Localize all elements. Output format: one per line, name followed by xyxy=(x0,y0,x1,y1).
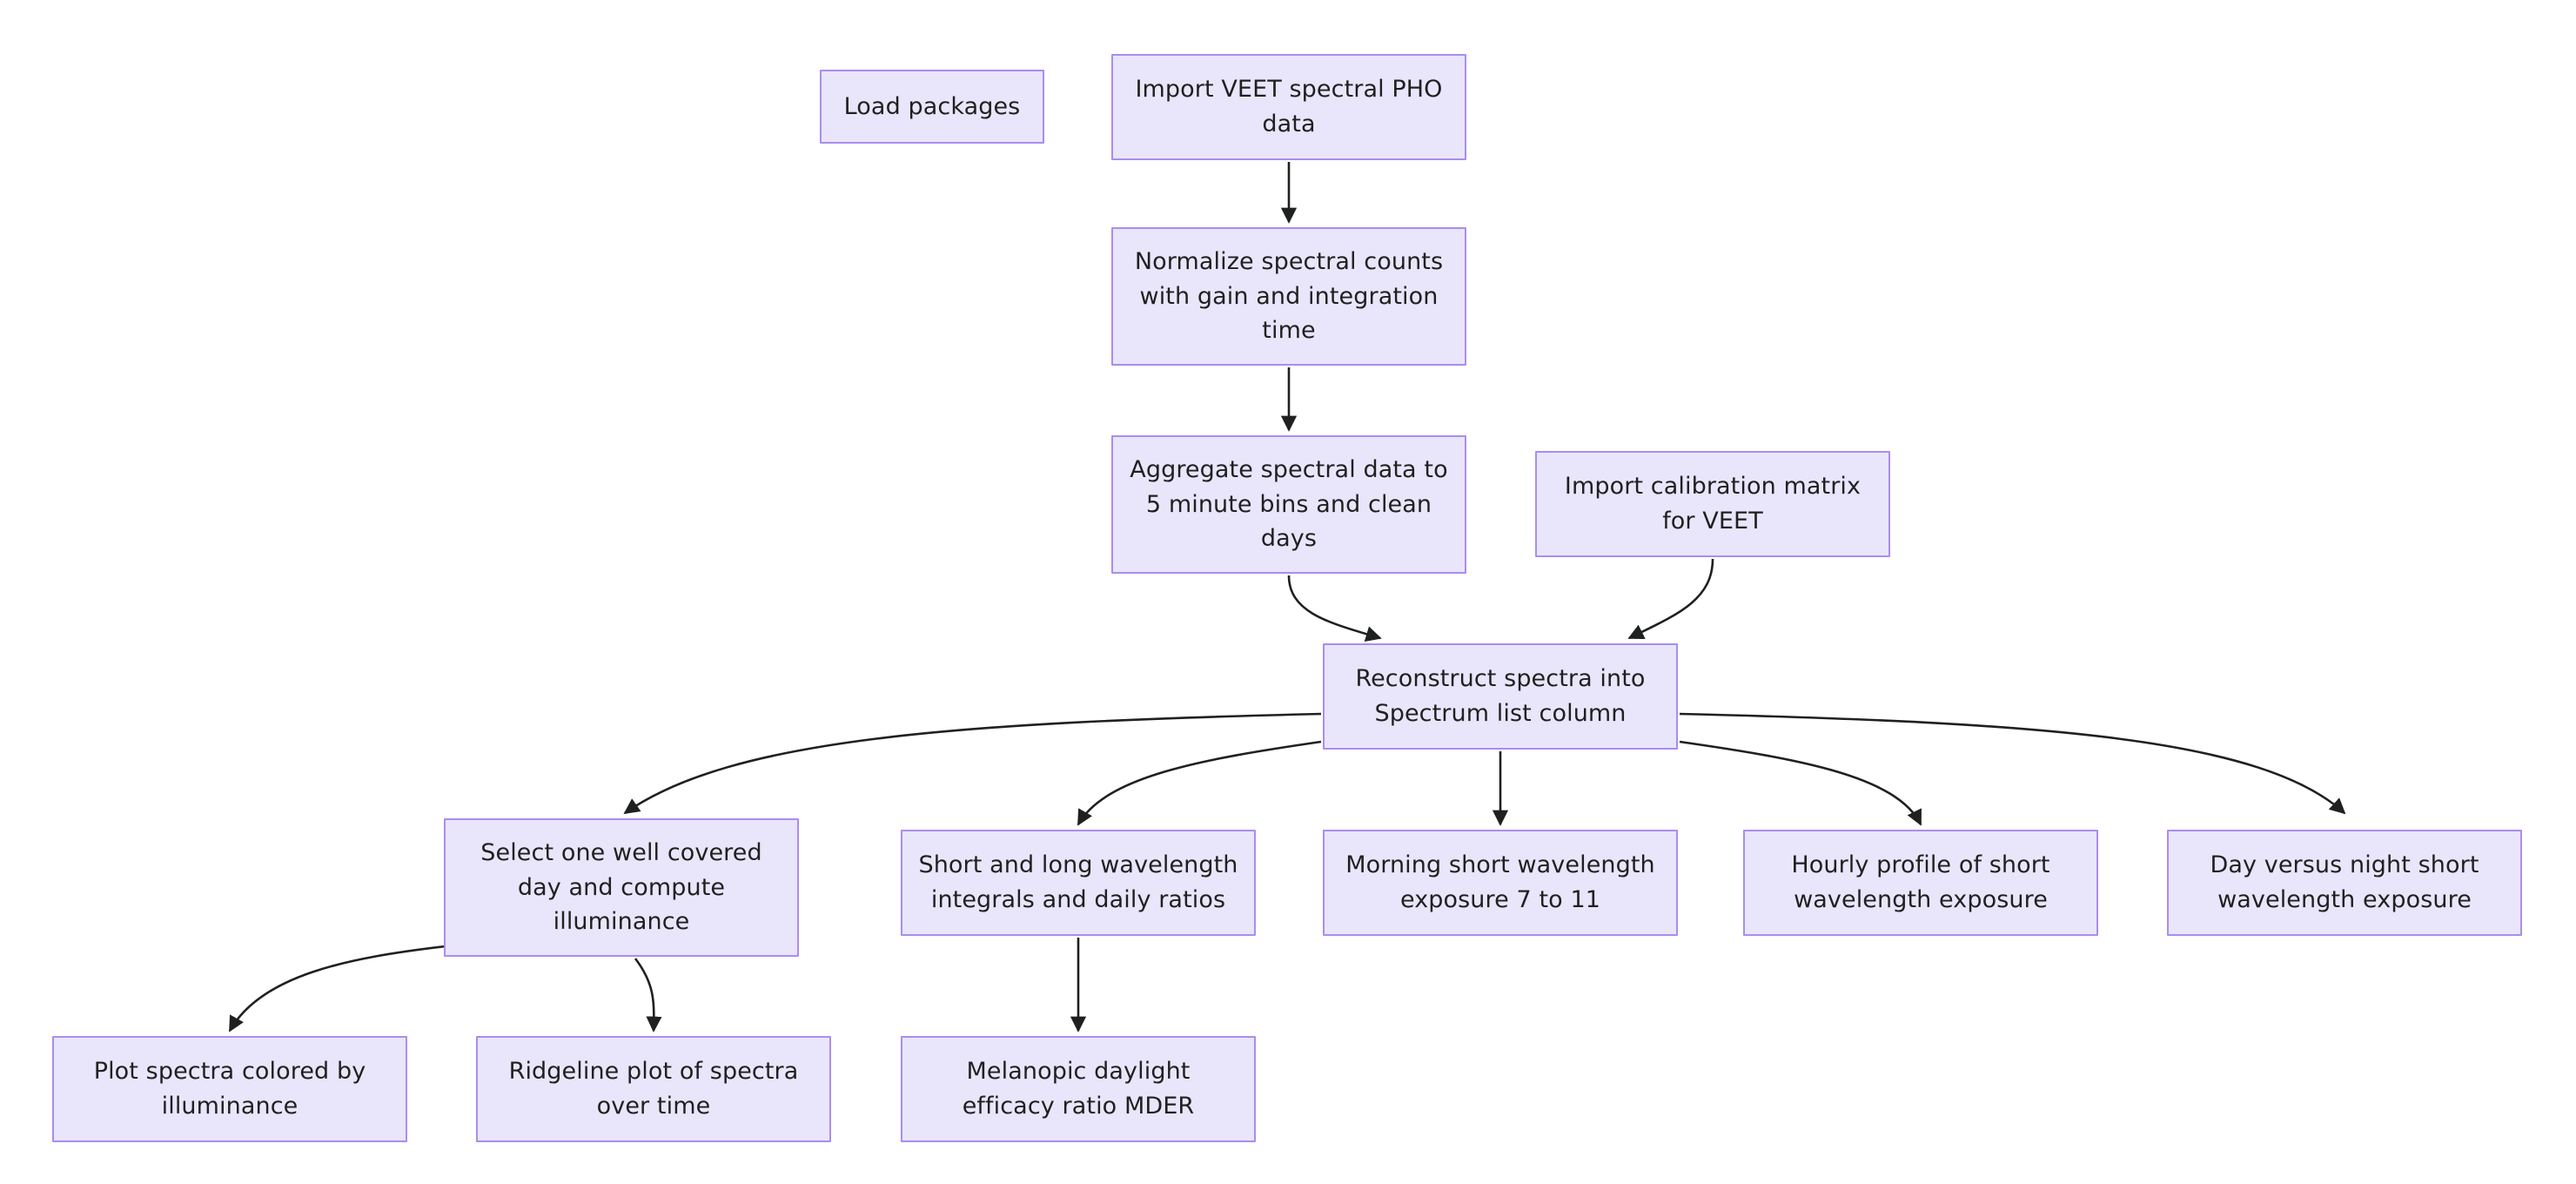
node-reconstruct-spectra[interactable]: Reconstruct spectra into Spectrum list c… xyxy=(1323,643,1678,750)
node-day-versus-night-short-wavelength[interactable]: Day versus night short wavelength exposu… xyxy=(2167,830,2522,936)
node-label: Morning short wavelength exposure 7 to 1… xyxy=(1345,851,1655,913)
edge-reconstruct-to-select-day xyxy=(623,712,1322,815)
edge-reconstruct-to-integrals xyxy=(1077,740,1322,826)
node-short-and-long-wavelength-integrals[interactable]: Short and long wavelength integrals and … xyxy=(901,830,1256,936)
node-label: Aggregate spectral data to 5 minute bins… xyxy=(1130,455,1448,553)
node-label: Short and long wavelength integrals and … xyxy=(918,851,1238,913)
node-label: Day versus night short wavelength exposu… xyxy=(2210,851,2479,913)
node-morning-short-wavelength-exposure[interactable]: Morning short wavelength exposure 7 to 1… xyxy=(1323,830,1678,936)
node-label: Load packages xyxy=(843,92,1021,120)
node-plot-spectra-colored-by-illuminance[interactable]: Plot spectra colored by illuminance xyxy=(52,1036,407,1142)
node-label: Hourly profile of short wavelength expos… xyxy=(1791,851,2050,913)
node-hourly-profile-short-wavelength[interactable]: Hourly profile of short wavelength expos… xyxy=(1743,830,2098,936)
node-label: Normalize spectral counts with gain and … xyxy=(1134,247,1444,345)
node-label: Reconstruct spectra into Spectrum list c… xyxy=(1355,665,1646,727)
node-aggregate-spectral-data[interactable]: Aggregate spectral data to 5 minute bins… xyxy=(1111,435,1466,574)
edge-select-day-to-plot-spectra xyxy=(228,945,446,1033)
edge-calibration-to-reconstruct xyxy=(1627,558,1714,640)
edge-reconstruct-to-hourly xyxy=(1679,740,1922,826)
edge-aggregate-to-reconstruct xyxy=(1287,575,1382,642)
node-ridgeline-plot-of-spectra[interactable]: Ridgeline plot of spectra over time xyxy=(476,1036,831,1142)
node-label: Select one well covered day and compute … xyxy=(480,838,762,936)
node-label: Import VEET spectral PHO data xyxy=(1135,76,1443,138)
node-select-one-well-covered-day[interactable]: Select one well covered day and compute … xyxy=(444,818,799,957)
edge-select-day-to-ridgeline xyxy=(634,958,662,1033)
node-load-packages[interactable]: Load packages xyxy=(820,70,1044,144)
node-label: Import calibration matrix for VEET xyxy=(1564,473,1862,535)
node-import-veet-spectral-pho-data[interactable]: Import VEET spectral PHO data xyxy=(1111,54,1466,160)
node-label: Ridgeline plot of spectra over time xyxy=(508,1058,799,1120)
node-label: Plot spectra colored by illuminance xyxy=(93,1058,366,1120)
node-import-calibration-matrix[interactable]: Import calibration matrix for VEET xyxy=(1535,451,1890,557)
node-normalize-spectral-counts[interactable]: Normalize spectral counts with gain and … xyxy=(1111,227,1466,366)
edge-reconstruct-to-day-night xyxy=(1679,712,2346,815)
node-label: Melanopic daylight efficacy ratio MDER xyxy=(962,1058,1195,1120)
node-melanopic-daylight-efficacy-ratio[interactable]: Melanopic daylight efficacy ratio MDER xyxy=(901,1036,1256,1142)
